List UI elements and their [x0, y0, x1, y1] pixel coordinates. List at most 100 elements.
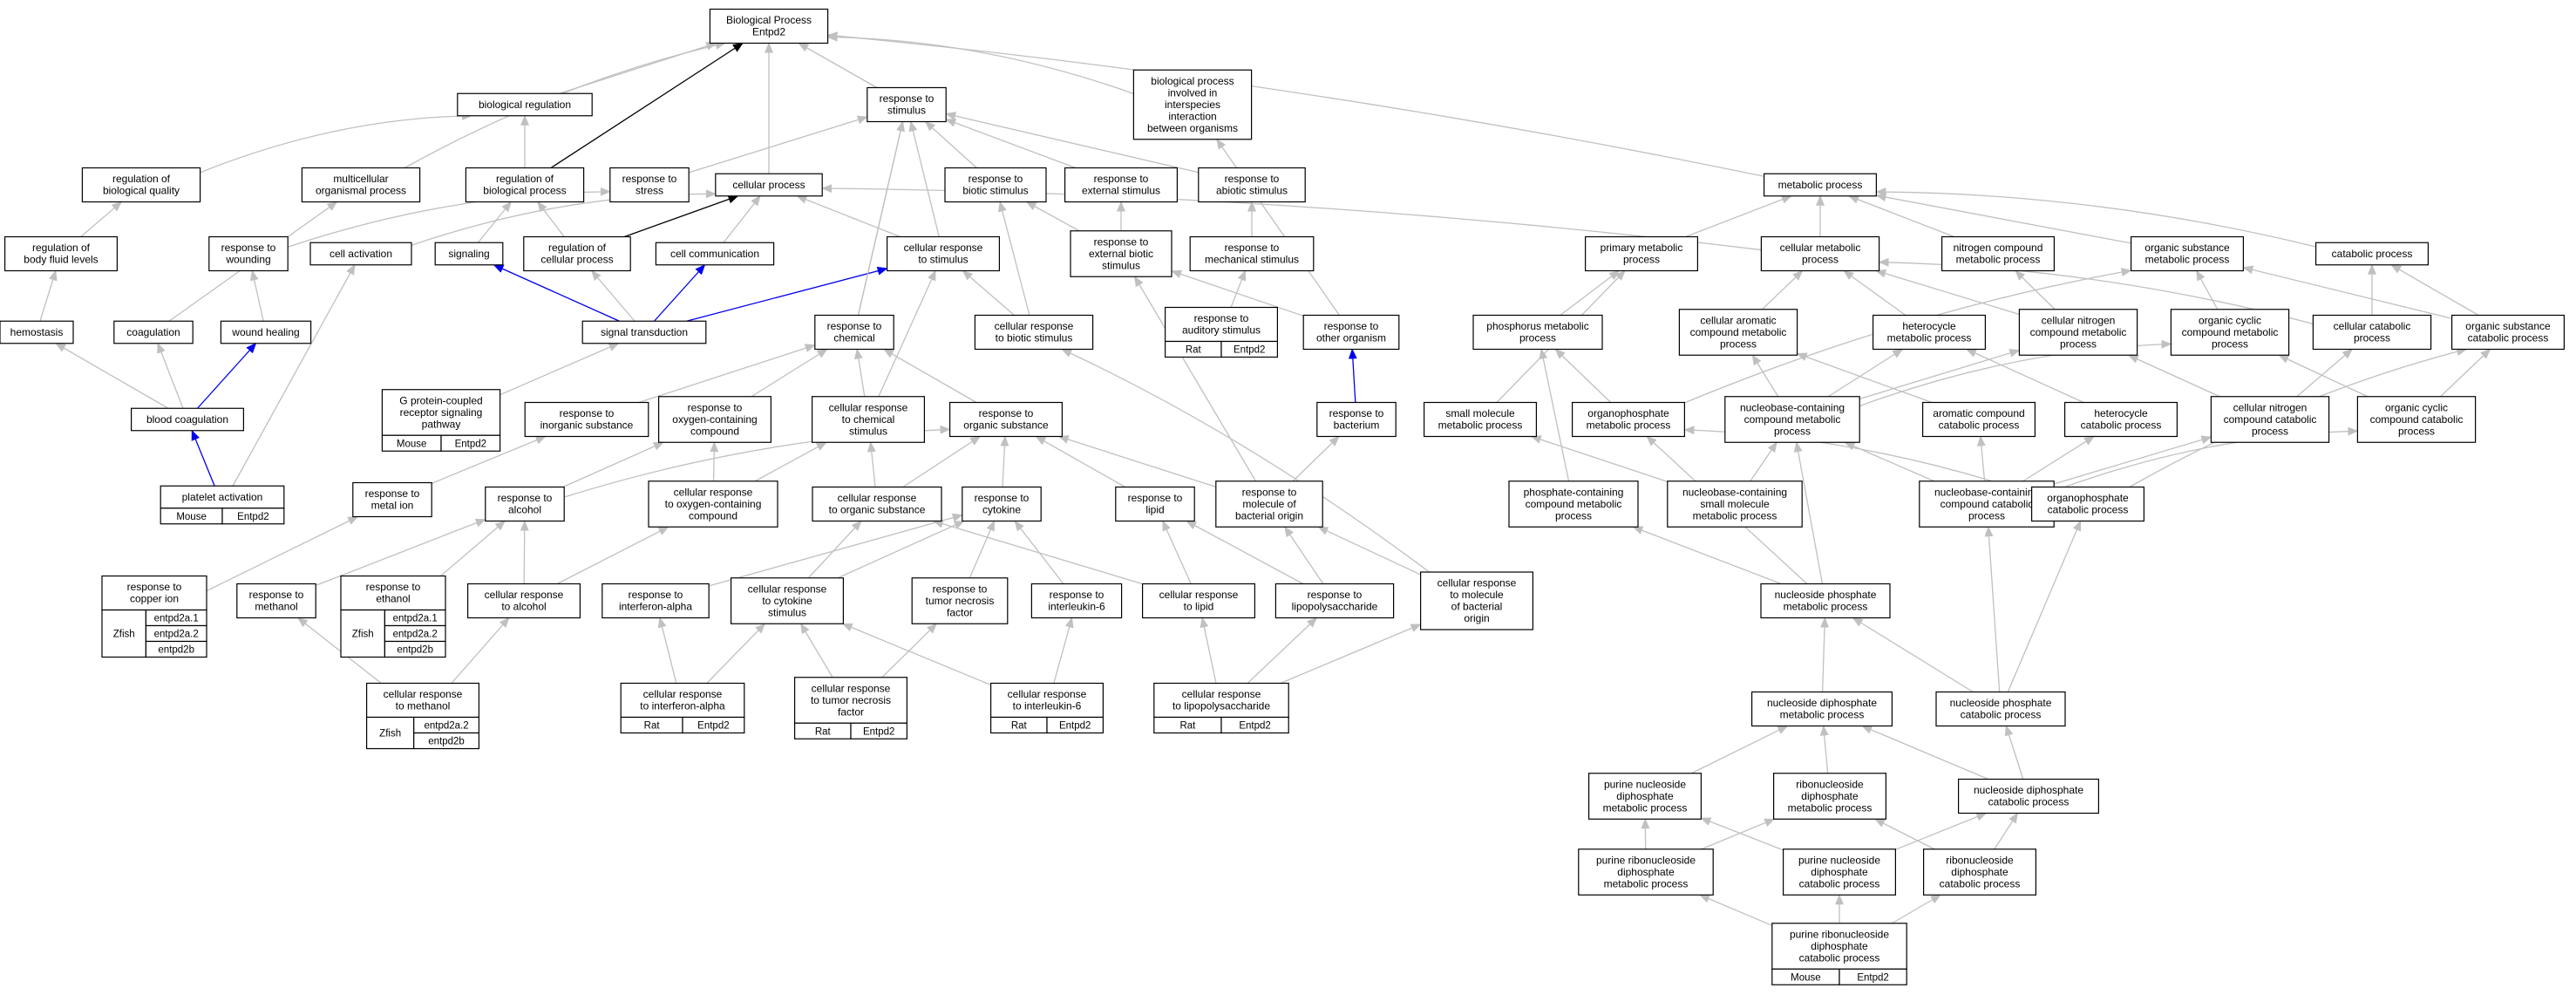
- node-box: [1873, 314, 1987, 351]
- is-a-edge: [2022, 435, 2095, 482]
- node-label-line: catabolic process: [2081, 419, 2162, 432]
- node-label-line: process: [1720, 337, 1757, 350]
- node-box: [1760, 235, 1880, 272]
- is-a-edge: [431, 435, 547, 484]
- node-label-line: biological process: [483, 185, 566, 197]
- node-label-line: metabolic process: [1887, 332, 1972, 344]
- node-label-line: oxygen-containing: [672, 413, 757, 426]
- node-label-line: process: [2060, 337, 2097, 350]
- species-cell: [1220, 340, 1279, 358]
- node-label-line: purine nucleoside: [1798, 854, 1880, 866]
- species-label: Rat: [644, 721, 661, 732]
- is-a-edge: [723, 194, 761, 243]
- node-label-line: response to: [1242, 486, 1297, 498]
- node-label-line: compound: [689, 509, 737, 521]
- species-cell: [440, 434, 501, 452]
- is-a-edge: [2007, 520, 2082, 692]
- species-label: Entpd2: [1234, 345, 1265, 356]
- node-label-line: cellular response: [643, 688, 723, 700]
- node-label-line: cytokine: [982, 504, 1021, 516]
- species-cell: [682, 716, 745, 734]
- node-box: [1772, 773, 1886, 820]
- node-box: [715, 173, 823, 197]
- node-box: [366, 682, 480, 719]
- is-a-edge: [2278, 354, 2369, 398]
- is-a-edge: [404, 41, 726, 169]
- node-label-line: response to: [365, 487, 420, 500]
- is-a-edge: [1994, 812, 2018, 850]
- node-label-line: nucleoside diphosphate: [1767, 697, 1877, 709]
- node-label-line: stimulus: [768, 606, 806, 618]
- node-label-line: nucleobase-containing: [1682, 486, 1787, 498]
- is-a-edge: [1700, 817, 1784, 851]
- node-box: [2451, 314, 2566, 351]
- is-a-edge: [2196, 269, 2219, 310]
- node-box: [466, 583, 581, 619]
- is-a-edge: [1000, 435, 1009, 487]
- is-a-edge: [1530, 435, 1669, 482]
- node-label-line: response to: [1324, 320, 1379, 332]
- is-a-edge: [1699, 894, 1773, 926]
- node-label-line: organic substance: [2465, 320, 2551, 332]
- node-label-line: response to: [498, 492, 553, 504]
- node-label-line: ribonucleoside: [1796, 778, 1864, 790]
- is-a-edge: [249, 269, 264, 322]
- go-term-node: catabolic process: [2315, 242, 2430, 266]
- is-a-edge: [2440, 348, 2491, 398]
- is-a-edge: [1554, 348, 1612, 403]
- node-label-line: response to: [933, 583, 988, 595]
- node-label-line: regulation of: [112, 173, 171, 185]
- is-a-edge: [998, 201, 1030, 316]
- node-label-line: bacterium: [1334, 419, 1380, 432]
- node-label-line: metabolic process: [1784, 601, 1868, 613]
- species-label: Mouse: [1791, 972, 1821, 983]
- node-box: [1782, 848, 1896, 896]
- node-label-line: catabolic process: [1799, 951, 1880, 964]
- node-box: [352, 481, 432, 518]
- is-a-edge: [1171, 269, 1304, 317]
- node-label-line: cellular response: [485, 589, 564, 601]
- species-label: entpd2a.1: [154, 614, 199, 624]
- node-label-line: metabolic process: [2145, 254, 2230, 266]
- is-a-edge: [800, 623, 833, 678]
- node-label-line: process: [1519, 332, 1556, 344]
- node-label-line: nucleoside phosphate: [1950, 697, 2052, 709]
- node-label-line: lipid: [1145, 504, 1164, 516]
- node-box: [1750, 691, 1893, 727]
- is-a-edge: [556, 526, 669, 585]
- is-a-edge: [1852, 617, 1974, 693]
- is-a-edge: [1875, 193, 2131, 244]
- node-label-line: response to: [1128, 492, 1183, 504]
- is-a-edge: [477, 201, 512, 243]
- node-label-line: process: [2212, 337, 2248, 350]
- species-cell: [340, 609, 386, 658]
- is-a-edge: [1976, 435, 1986, 481]
- node-label-line: response to: [127, 581, 182, 593]
- is-a-edge: [1875, 269, 2020, 316]
- node-box: [2312, 314, 2432, 351]
- node-label-line: metabolic process: [1603, 801, 1688, 814]
- node-label-line: response to: [622, 173, 677, 185]
- edge-layer: [39, 31, 2491, 926]
- node-box: [1419, 571, 1533, 630]
- node-label-line: metabolic process: [1587, 419, 1671, 432]
- node-label-line: receptor signaling: [400, 406, 483, 419]
